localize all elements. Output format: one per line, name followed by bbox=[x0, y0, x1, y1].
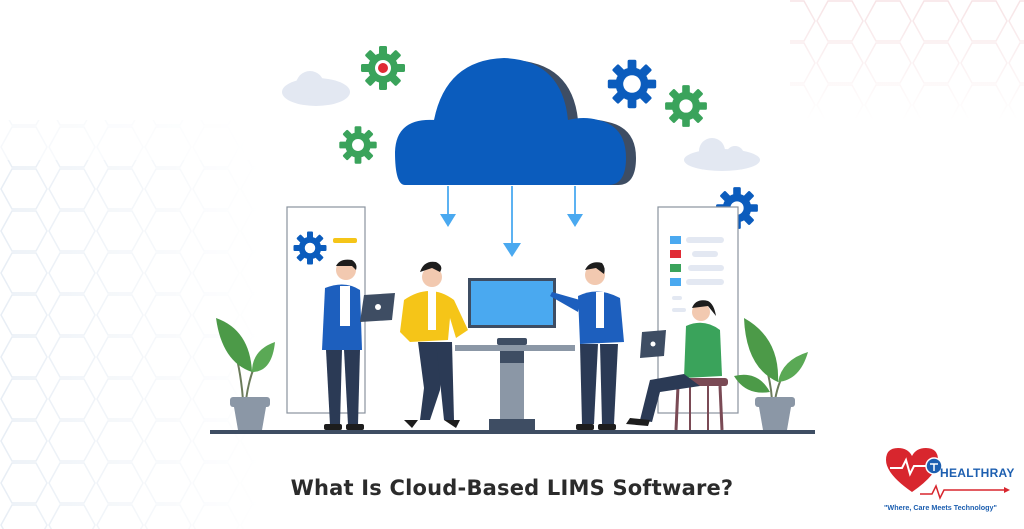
left-plant-icon bbox=[216, 318, 275, 430]
page-title: What Is Cloud-Based LIMS Software? bbox=[290, 476, 734, 500]
logo-tagline: "Where, Care Meets Technology" bbox=[884, 503, 997, 512]
man-with-laptop-figure bbox=[322, 259, 395, 430]
download-arrows-icon bbox=[440, 186, 583, 257]
panel-gear-icon bbox=[293, 231, 327, 265]
main-cloud-icon bbox=[395, 58, 636, 185]
man-pointing-at-monitor-figure bbox=[550, 262, 624, 430]
green-gear-small-icon bbox=[339, 126, 377, 164]
cloud-lims-illustration bbox=[210, 46, 815, 434]
green-gear-red-center-icon bbox=[361, 46, 405, 90]
blue-gear-icon bbox=[607, 59, 657, 109]
light-cloud-right-icon bbox=[684, 138, 760, 171]
right-plant-icon bbox=[734, 318, 808, 430]
light-cloud-left-icon bbox=[282, 71, 350, 106]
woman-in-yellow-figure bbox=[400, 261, 468, 428]
logo-name: HEALTHRAY bbox=[940, 466, 1015, 480]
healthray-logo[interactable]: HEALTHRAY "Where, Care Meets Technology" bbox=[880, 442, 1020, 522]
woman-seated-with-laptop-figure bbox=[626, 300, 728, 431]
green-gear-right-icon bbox=[665, 85, 707, 127]
heart-pulse-icon bbox=[886, 448, 1010, 500]
standing-desk-with-monitor bbox=[455, 278, 575, 430]
floor-line bbox=[210, 430, 815, 434]
